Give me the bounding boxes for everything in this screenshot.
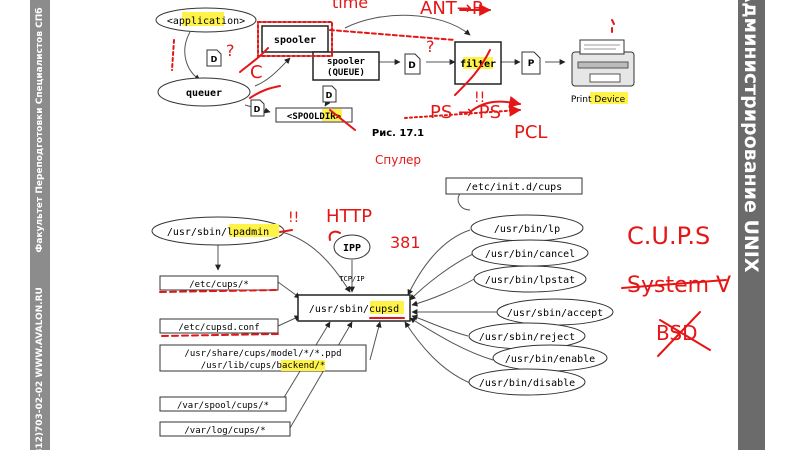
ink-excl-2: !! [288,210,299,226]
spooler-label: spooler [274,35,316,46]
ink-port: 381 [390,233,421,252]
ink-cups: C.U.P.S [627,222,710,250]
ink-pcl: PCL [514,122,547,143]
queuer-node [157,77,251,107]
ink-ant-r: ANT→R [420,0,484,19]
disable-label: /usr/bin/disable [479,378,575,389]
lp-label: /usr/bin/lp [494,224,560,235]
print-device-label: Print Device [571,95,626,105]
ink-system-v: System V [627,273,731,298]
reject-label: /usr/sbin/reject [479,332,575,343]
cupsd-label: /usr/sbin/cupsd [309,304,399,315]
spooler-node [261,25,329,53]
lpstat-node [473,265,587,293]
ink-excl-1: !! [474,90,485,106]
ink-annotations-top [171,4,615,131]
model-backend-box [159,344,367,372]
lpstat-label: /usr/bin/lpstat [485,275,575,286]
init-cups-label: /etc/init.d/cups [466,182,562,193]
doc-p-label: P [528,59,535,69]
lpadmin-label: /usr/sbin/lpadmin [167,227,269,238]
doc-d-2-label: D [408,61,415,71]
etc-cups-box [159,275,279,291]
ink-http: HTTP [326,206,372,227]
var-spool-label: /var/spool/cups/* [177,401,269,411]
print-device-highlight [590,92,628,104]
var-log-box [159,421,291,437]
ink-question-2: ? [426,37,435,56]
ipp-label: IPP [343,243,361,254]
ink-annotations-bottom [159,229,727,357]
application-highlight [182,12,224,26]
spooldir-label: <SPOOLDIR> [287,112,342,122]
backend-highlight [281,360,325,371]
slide-canvas: <application> spooler spooler (QUEUE) qu… [151,0,731,437]
ink-question-1: ? [226,41,235,60]
disable-node [468,368,586,396]
etc-cups-label: /etc/cups/* [189,280,249,290]
doc-d-3-label: D [254,105,261,114]
var-spool-box [159,396,287,412]
cupsd-conf-box [159,318,279,334]
spooldir-highlight [322,109,342,121]
enable-label: /usr/bin/enable [505,354,595,365]
backend-label: /usr/lib/cups/backend/* [201,361,326,371]
filter-label: filter [460,58,496,70]
doc-d-1: D [206,49,222,67]
accept-label: /usr/sbin/accept [507,308,603,319]
ink-bsd: BSD [656,321,697,345]
var-log-label: /var/log/cups/* [184,426,265,436]
figure-1-caption: Спулер [375,153,421,167]
ipp-node [333,234,371,260]
model-ppd-label: /usr/share/cups/model/*/*.ppd [184,349,341,359]
cancel-label: /usr/bin/cancel [485,249,575,260]
cupsd-highlight [370,301,404,314]
printer-icon [571,39,635,87]
spooler-queue-label-2: (QUEUE) [327,68,365,78]
ink-ps-ps: PS → PS [430,102,501,123]
right-vertical-bar [738,0,765,450]
ink-c-mark: C [250,62,263,83]
figure-1-number: Рис. 17.1 [372,128,424,139]
left-vertical-bar [30,0,50,450]
doc-d-2: D [404,53,421,75]
figure-spooler: <application> spooler spooler (QUEUE) qu… [155,7,635,167]
tcpip-label: TCP/IP [339,275,364,283]
doc-d-4-label: D [326,91,333,100]
queuer-label: queuer [186,88,222,99]
application-label: <application> [167,16,245,27]
doc-d-4: D [322,85,337,103]
ink-time: time [332,0,368,12]
init-cups-box [445,177,583,195]
doc-d-1-label: D [211,55,218,64]
cupsd-conf-label: /etc/cupsd.conf [178,323,259,333]
figure-cups: /etc/init.d/cups /usr/sbin/lpadmin IP [151,177,614,437]
doc-p: P [521,51,541,75]
right-margin [765,0,800,450]
spooler-queue-label-1: spooler [327,57,366,67]
doc-d-3: D [250,99,265,117]
lpadmin-highlight [229,224,279,237]
